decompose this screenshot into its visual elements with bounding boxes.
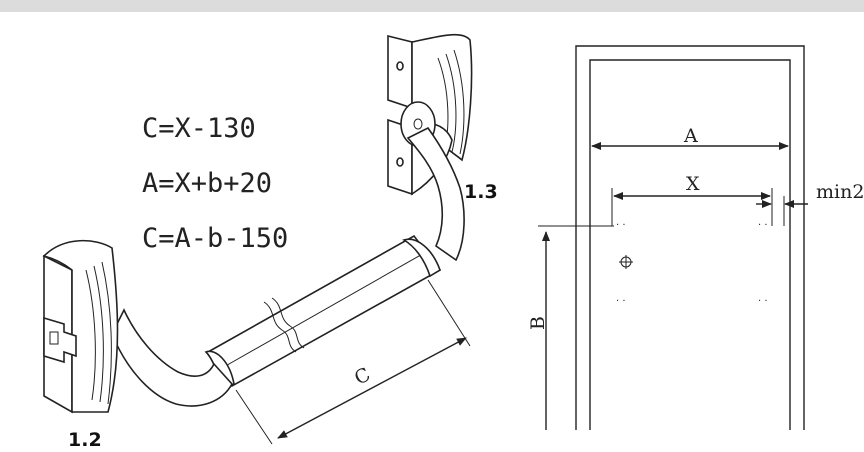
right-arm (406, 126, 465, 262)
dimension-a-label: A (683, 125, 698, 147)
svg-text:· ·: · · (616, 220, 626, 231)
part-label-1-3: 1.3 (464, 181, 498, 203)
part-label-1-2: 1.2 (68, 429, 102, 451)
top-bar (0, 0, 864, 12)
panic-bar-illustration: C 1.3 1.2 (42, 33, 498, 451)
formula-line-3: C=A-b-150 (142, 223, 288, 254)
door-frame-drawing: A X min20 B · · · · · · · · (527, 45, 864, 430)
right-bracket (387, 33, 473, 196)
formula-line-2: A=X+b+20 (142, 168, 272, 199)
dimension-a: A (591, 125, 789, 150)
main-rod (204, 234, 442, 392)
formula-line-1: C=X-130 (142, 113, 256, 144)
mounting-hole-marks: · · · · · · · · (616, 220, 768, 307)
dimension-min20: min20 (756, 181, 864, 226)
svg-text:· ·: · · (616, 296, 626, 307)
dimension-c-label: C (351, 363, 374, 389)
dimension-x-label: X (686, 173, 700, 195)
svg-text:· ·: · · (758, 220, 768, 231)
left-arm (111, 308, 233, 407)
dimension-x: X (611, 173, 773, 226)
dimension-b: B (527, 225, 614, 430)
formula-block: C=X-130 A=X+b+20 C=A-b-150 (142, 113, 288, 254)
dimension-b-label: B (527, 316, 549, 330)
dimension-min20-label: min20 (816, 181, 864, 203)
left-end-housing (42, 239, 119, 414)
svg-text:· ·: · · (758, 296, 768, 307)
